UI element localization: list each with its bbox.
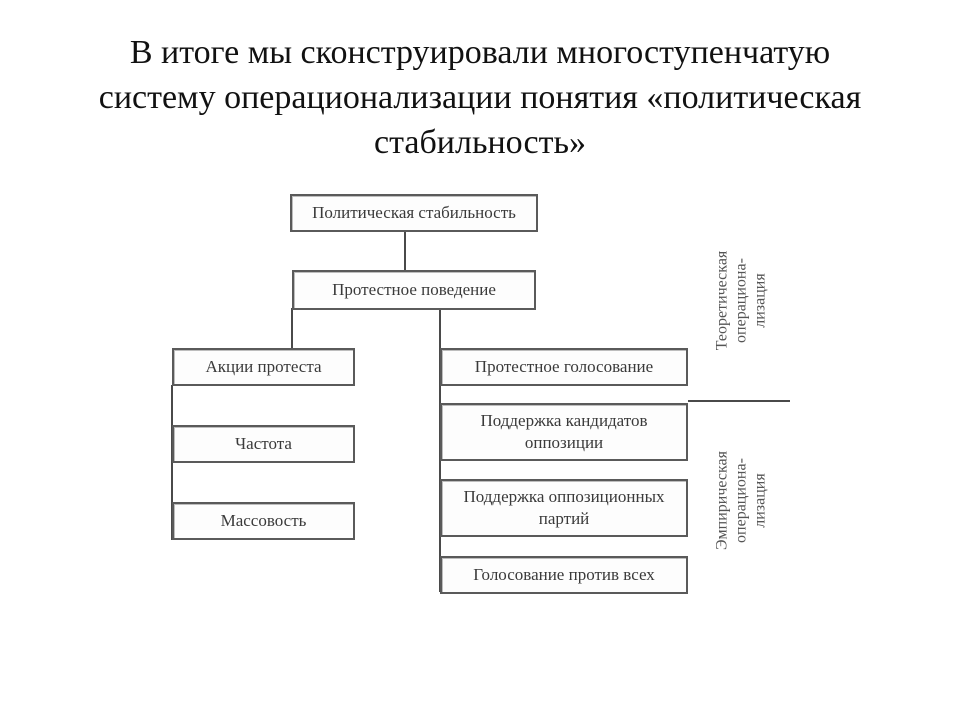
box-against-all: Голосование против всех bbox=[440, 556, 688, 594]
box-opposition-parties: Поддержка оппозиционных партий bbox=[440, 479, 688, 537]
box-protest-voting-label: Протестное голосование bbox=[474, 357, 654, 376]
box-opposition-candidates-line-1: Поддержка кандидатов bbox=[480, 411, 648, 430]
title-line-3: стабильность» bbox=[374, 124, 586, 161]
box-protest-behavior: Протестное поведение bbox=[292, 270, 536, 310]
label-empirical-line-1: Эмпирическая bbox=[713, 451, 731, 551]
box-protest-voting: Протестное голосование bbox=[440, 348, 688, 386]
label-empirical-operationalization: Эмпирическая операциона- лизация bbox=[713, 416, 770, 586]
title-line-2: систему операционализации понятия «полит… bbox=[98, 79, 862, 116]
box-opposition-candidates-line-2: оппозиции bbox=[524, 433, 604, 452]
box-against-all-label: Голосование против всех bbox=[473, 565, 655, 584]
label-theoretical-line-1: Теоретическая bbox=[713, 250, 731, 351]
box-protest-actions-label: Акции протеста bbox=[205, 357, 322, 376]
box-frequency: Частота bbox=[172, 425, 355, 463]
label-empirical-line-3: лизация bbox=[751, 473, 769, 528]
label-theoretical-operationalization: Теоретическая операциона- лизация bbox=[713, 221, 770, 381]
box-political-stability-label: Политическая стабильность bbox=[312, 203, 516, 222]
box-frequency-label: Частота bbox=[235, 434, 292, 453]
box-opposition-parties-line-1: Поддержка оппозиционных bbox=[463, 487, 665, 506]
box-opposition-candidates: Поддержка кандидатов оппозиции bbox=[440, 403, 688, 461]
label-theoretical-line-2: операциона- bbox=[732, 258, 750, 343]
box-opposition-parties-line-2: партий bbox=[538, 509, 590, 528]
box-protest-behavior-label: Протестное поведение bbox=[332, 280, 496, 299]
box-protest-actions: Акции протеста bbox=[172, 348, 355, 386]
label-theoretical-line-3: лизация bbox=[751, 273, 769, 328]
box-massiveness: Массовость bbox=[172, 502, 355, 540]
title-line-1: В итоге мы сконструировали многоступенча… bbox=[129, 34, 831, 71]
label-empirical-line-2: операциона- bbox=[732, 458, 750, 543]
box-massiveness-label: Массовость bbox=[220, 511, 307, 530]
slide-title: В итоге мы сконструировали многоступенча… bbox=[40, 30, 920, 165]
box-political-stability: Политическая стабильность bbox=[290, 194, 538, 232]
